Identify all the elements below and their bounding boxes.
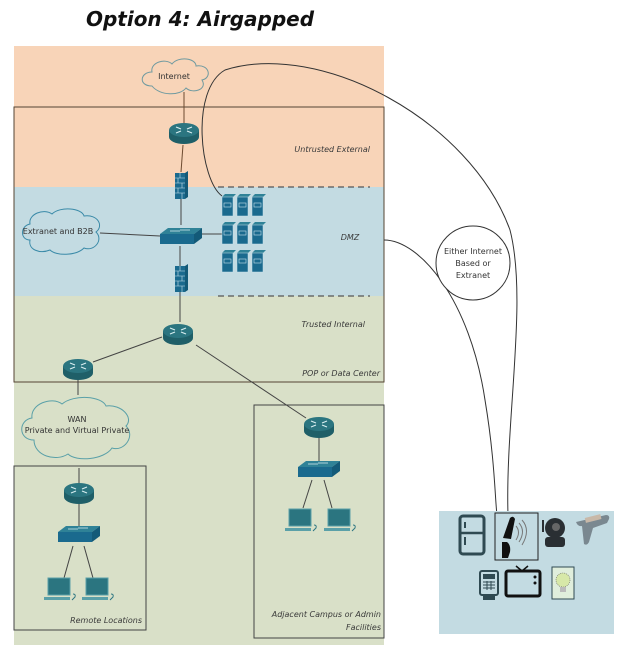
- extranet-cloud: Extranet and B2B: [22, 208, 100, 255]
- internet-label: Internet: [158, 72, 190, 81]
- dmz-switch-icon: [159, 227, 203, 245]
- inner-firewall-icon: [174, 263, 189, 293]
- svg-text:Extranet: Extranet: [456, 271, 490, 280]
- pop-data-center-boundary: [13, 106, 385, 383]
- pop-data-center-label: POP or Data Center: [302, 369, 380, 378]
- refrigerator-icon: [458, 514, 486, 556]
- server-rack-icon: [222, 194, 266, 216]
- campus-router-icon: [303, 416, 335, 439]
- wan-sublabel: Private and Virtual Private: [25, 426, 130, 435]
- svg-text:Either Internet: Either Internet: [444, 247, 502, 256]
- adjacent-campus-boundary: [253, 404, 385, 639]
- wan-cloud: WAN Private and Virtual Private: [21, 397, 131, 460]
- remote-switch-icon: [57, 525, 101, 543]
- wan-label: WAN: [68, 415, 87, 424]
- edge-router-icon: [168, 122, 200, 145]
- internet-cloud: Internet: [141, 58, 209, 95]
- remote-router-icon: [63, 482, 95, 505]
- server-rack-icon: [222, 222, 266, 244]
- extranet-label: Extranet and B2B: [23, 227, 93, 236]
- television-icon: [504, 565, 542, 598]
- connector-label-circle: Either Internet Based or Extranet: [435, 225, 511, 301]
- smart-card-reader-icon: [494, 512, 539, 561]
- remote-locations-label: Remote Locations: [70, 616, 142, 625]
- svg-text:Based or: Based or: [455, 259, 491, 268]
- campus-switch-icon: [297, 460, 341, 478]
- diagram-title: Option 4: Airgapped: [85, 7, 315, 31]
- payment-terminal-icon: [479, 570, 499, 600]
- server-rack-icon: [222, 250, 266, 272]
- untrusted-external-label: Untrusted External: [294, 145, 370, 154]
- airgap-connections: [201, 63, 518, 516]
- smart-bulb-icon: [551, 566, 575, 600]
- wan-router-icon: [62, 358, 94, 381]
- core-router-icon: [162, 323, 194, 346]
- network-links: [180, 92, 185, 173]
- remote-locations-boundary: [13, 465, 147, 631]
- adjacent-campus-label-2: Facilities: [346, 623, 381, 632]
- outer-firewall-icon: [174, 170, 189, 200]
- trusted-internal-label: Trusted Internal: [302, 320, 366, 329]
- barcode-scanner-icon: [576, 514, 610, 545]
- dmz-label: DMZ: [341, 233, 360, 242]
- adjacent-campus-label: Adjacent Campus or Admin: [271, 610, 381, 619]
- ip-camera-icon: [542, 518, 565, 547]
